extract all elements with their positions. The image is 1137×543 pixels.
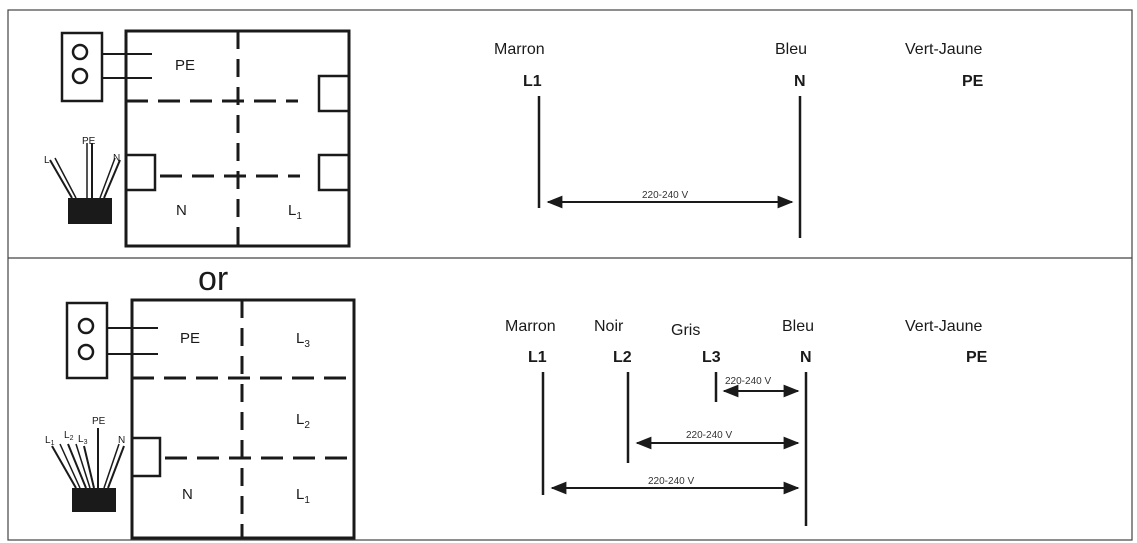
voltage-label-l2-n: 220-240 V xyxy=(686,430,732,441)
top-color-legend: Marron Bleu Vert-Jaune L1 N PE 220-240 V xyxy=(494,41,984,238)
bottom-box-label-l3: L3 xyxy=(296,330,310,350)
bottom-cable-icon xyxy=(51,428,125,512)
top-cable-label-pe: PE xyxy=(82,136,96,147)
cable-sheath xyxy=(68,198,112,224)
code-l1: L1 xyxy=(523,73,542,90)
color-name-noir: Noir xyxy=(594,318,624,335)
top-box-label-l1: L1 xyxy=(288,202,302,222)
bottom-cable-label-l2: L2 xyxy=(64,430,74,442)
code-pe: PE xyxy=(962,73,984,90)
color-name-marron: Marron xyxy=(505,318,556,335)
top-box-label-n: N xyxy=(176,202,187,219)
separator-word-or: or xyxy=(198,260,228,298)
code-l1: L1 xyxy=(528,349,547,366)
top-right-terminal xyxy=(317,74,351,113)
earth-screw-icon xyxy=(71,43,89,61)
voltage-label-l1-n: 220-240 V xyxy=(648,476,694,487)
code-n: N xyxy=(794,73,806,90)
outer-frame xyxy=(7,9,1133,541)
code-l3: L3 xyxy=(702,349,721,366)
top-right-terminal xyxy=(317,153,351,192)
bottom-box-label-pe: PE xyxy=(180,330,200,347)
top-box-label-pe: PE xyxy=(175,57,195,74)
voltage-label: 220-240 V xyxy=(642,190,688,201)
color-name-vert-jaune: Vert-Jaune xyxy=(905,318,982,335)
top-cable-label-n: N xyxy=(113,153,120,164)
color-name-bleu: Bleu xyxy=(782,318,814,335)
cable-sheath xyxy=(72,488,116,512)
bottom-terminal-diagram: PE L3 L2 N L1 L1 L2 L3 PE N xyxy=(45,298,356,540)
voltage-label-l3-n: 220-240 V xyxy=(725,376,771,387)
code-l2: L2 xyxy=(613,349,632,366)
bottom-cable-label-l1: L1 xyxy=(45,435,55,447)
earth-screw-icon xyxy=(77,317,95,335)
bottom-box-label-l2: L2 xyxy=(296,411,310,431)
color-name-gris: Gris xyxy=(671,322,700,339)
top-cable-label-l: L xyxy=(44,155,50,166)
code-n: N xyxy=(800,349,812,366)
bottom-box-label-n: N xyxy=(182,486,193,503)
code-pe: PE xyxy=(966,349,988,366)
bottom-left-terminal xyxy=(130,436,162,478)
top-earth-connector xyxy=(60,31,104,103)
color-name-vert-jaune: Vert-Jaune xyxy=(905,41,982,58)
bottom-cable-label-l3: L3 xyxy=(78,434,88,446)
bottom-cable-label-pe: PE xyxy=(92,416,106,427)
top-cable-icon xyxy=(49,143,121,224)
color-name-marron: Marron xyxy=(494,41,545,58)
color-name-bleu: Bleu xyxy=(775,41,807,58)
bottom-earth-connector xyxy=(65,301,109,380)
bottom-box-label-l1: L1 xyxy=(296,486,310,506)
bottom-color-legend: Marron Noir Gris Bleu Vert-Jaune L1 L2 L… xyxy=(505,318,988,526)
top-terminal-diagram: PE N L1 L PE N xyxy=(44,29,351,248)
earth-screw-icon xyxy=(71,67,89,85)
top-left-terminal xyxy=(124,153,157,192)
bottom-cable-label-n: N xyxy=(118,435,125,446)
earth-screw-icon xyxy=(77,343,95,361)
